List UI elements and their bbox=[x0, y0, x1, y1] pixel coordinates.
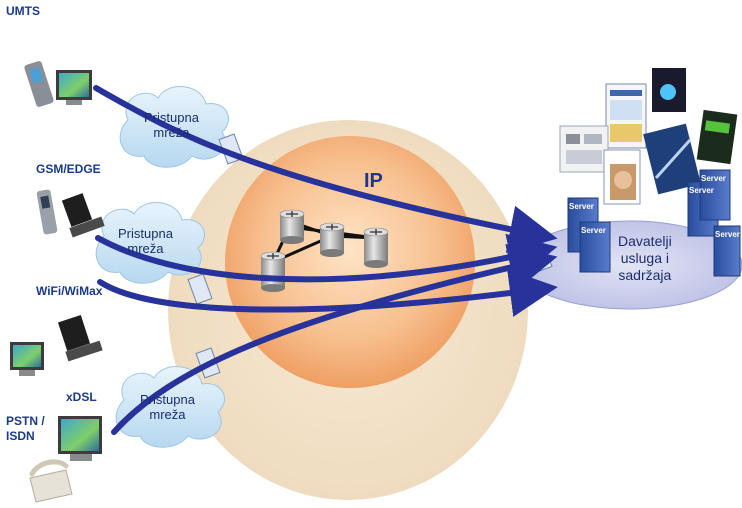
xdsl-label: xDSL bbox=[66, 390, 97, 404]
router-2-icon bbox=[319, 222, 345, 257]
connection-arrows bbox=[93, 85, 558, 435]
server-label: Server bbox=[701, 174, 726, 183]
access-cloud-3 bbox=[115, 366, 225, 448]
umts-label: UMTS bbox=[6, 4, 40, 18]
server-label: Server bbox=[569, 202, 594, 211]
pstn-isdn-label: PSTN / ISDN bbox=[6, 414, 45, 443]
provider-line2: usluga i bbox=[620, 250, 669, 266]
access-cloud-2 bbox=[95, 202, 205, 284]
wifi-wimax-label: WiFi/WiMax bbox=[36, 284, 103, 298]
access-network-line1: Pristupna bbox=[140, 392, 195, 407]
router-3-icon bbox=[363, 227, 389, 268]
access-network-line2: mreža bbox=[153, 125, 190, 140]
pstn-telephone-icon bbox=[29, 459, 73, 503]
access-network-line2: mreža bbox=[127, 241, 164, 256]
provider-line3: sadržaja bbox=[618, 267, 672, 283]
provider-label: Davatelji usluga i sadržaja bbox=[618, 233, 672, 284]
server-label: Server bbox=[689, 186, 714, 195]
access-network-line2: mreža bbox=[149, 407, 186, 422]
access-network-label-1: Pristupna mreža bbox=[144, 110, 199, 140]
access-network-label-3: Pristupna mreža bbox=[140, 392, 195, 422]
router-1-icon bbox=[279, 209, 305, 244]
gsm-laptop-icon bbox=[61, 193, 105, 238]
wifi-monitor-icon bbox=[10, 342, 44, 376]
ip-core bbox=[225, 136, 475, 388]
gsm-edge-label: GSM/EDGE bbox=[36, 162, 101, 176]
router-4-icon bbox=[260, 251, 286, 292]
gsm-phone-icon bbox=[36, 189, 58, 235]
access-network-line1: Pristupna bbox=[144, 110, 199, 125]
umts-monitor-icon bbox=[56, 70, 92, 105]
server-group bbox=[567, 169, 741, 277]
access-network-label-2: Pristupna mreža bbox=[118, 226, 173, 256]
content-thumbnails bbox=[559, 68, 738, 205]
wifi-laptop-icon bbox=[57, 315, 103, 362]
pstn-monitor-icon bbox=[58, 416, 102, 461]
server-label: Server bbox=[581, 226, 606, 235]
umts-phone-icon bbox=[24, 61, 54, 107]
access-network-line1: Pristupna bbox=[118, 226, 173, 241]
ip-core-label: IP bbox=[364, 170, 383, 192]
provider-line1: Davatelji bbox=[618, 233, 672, 249]
server-label: Server bbox=[715, 230, 740, 239]
